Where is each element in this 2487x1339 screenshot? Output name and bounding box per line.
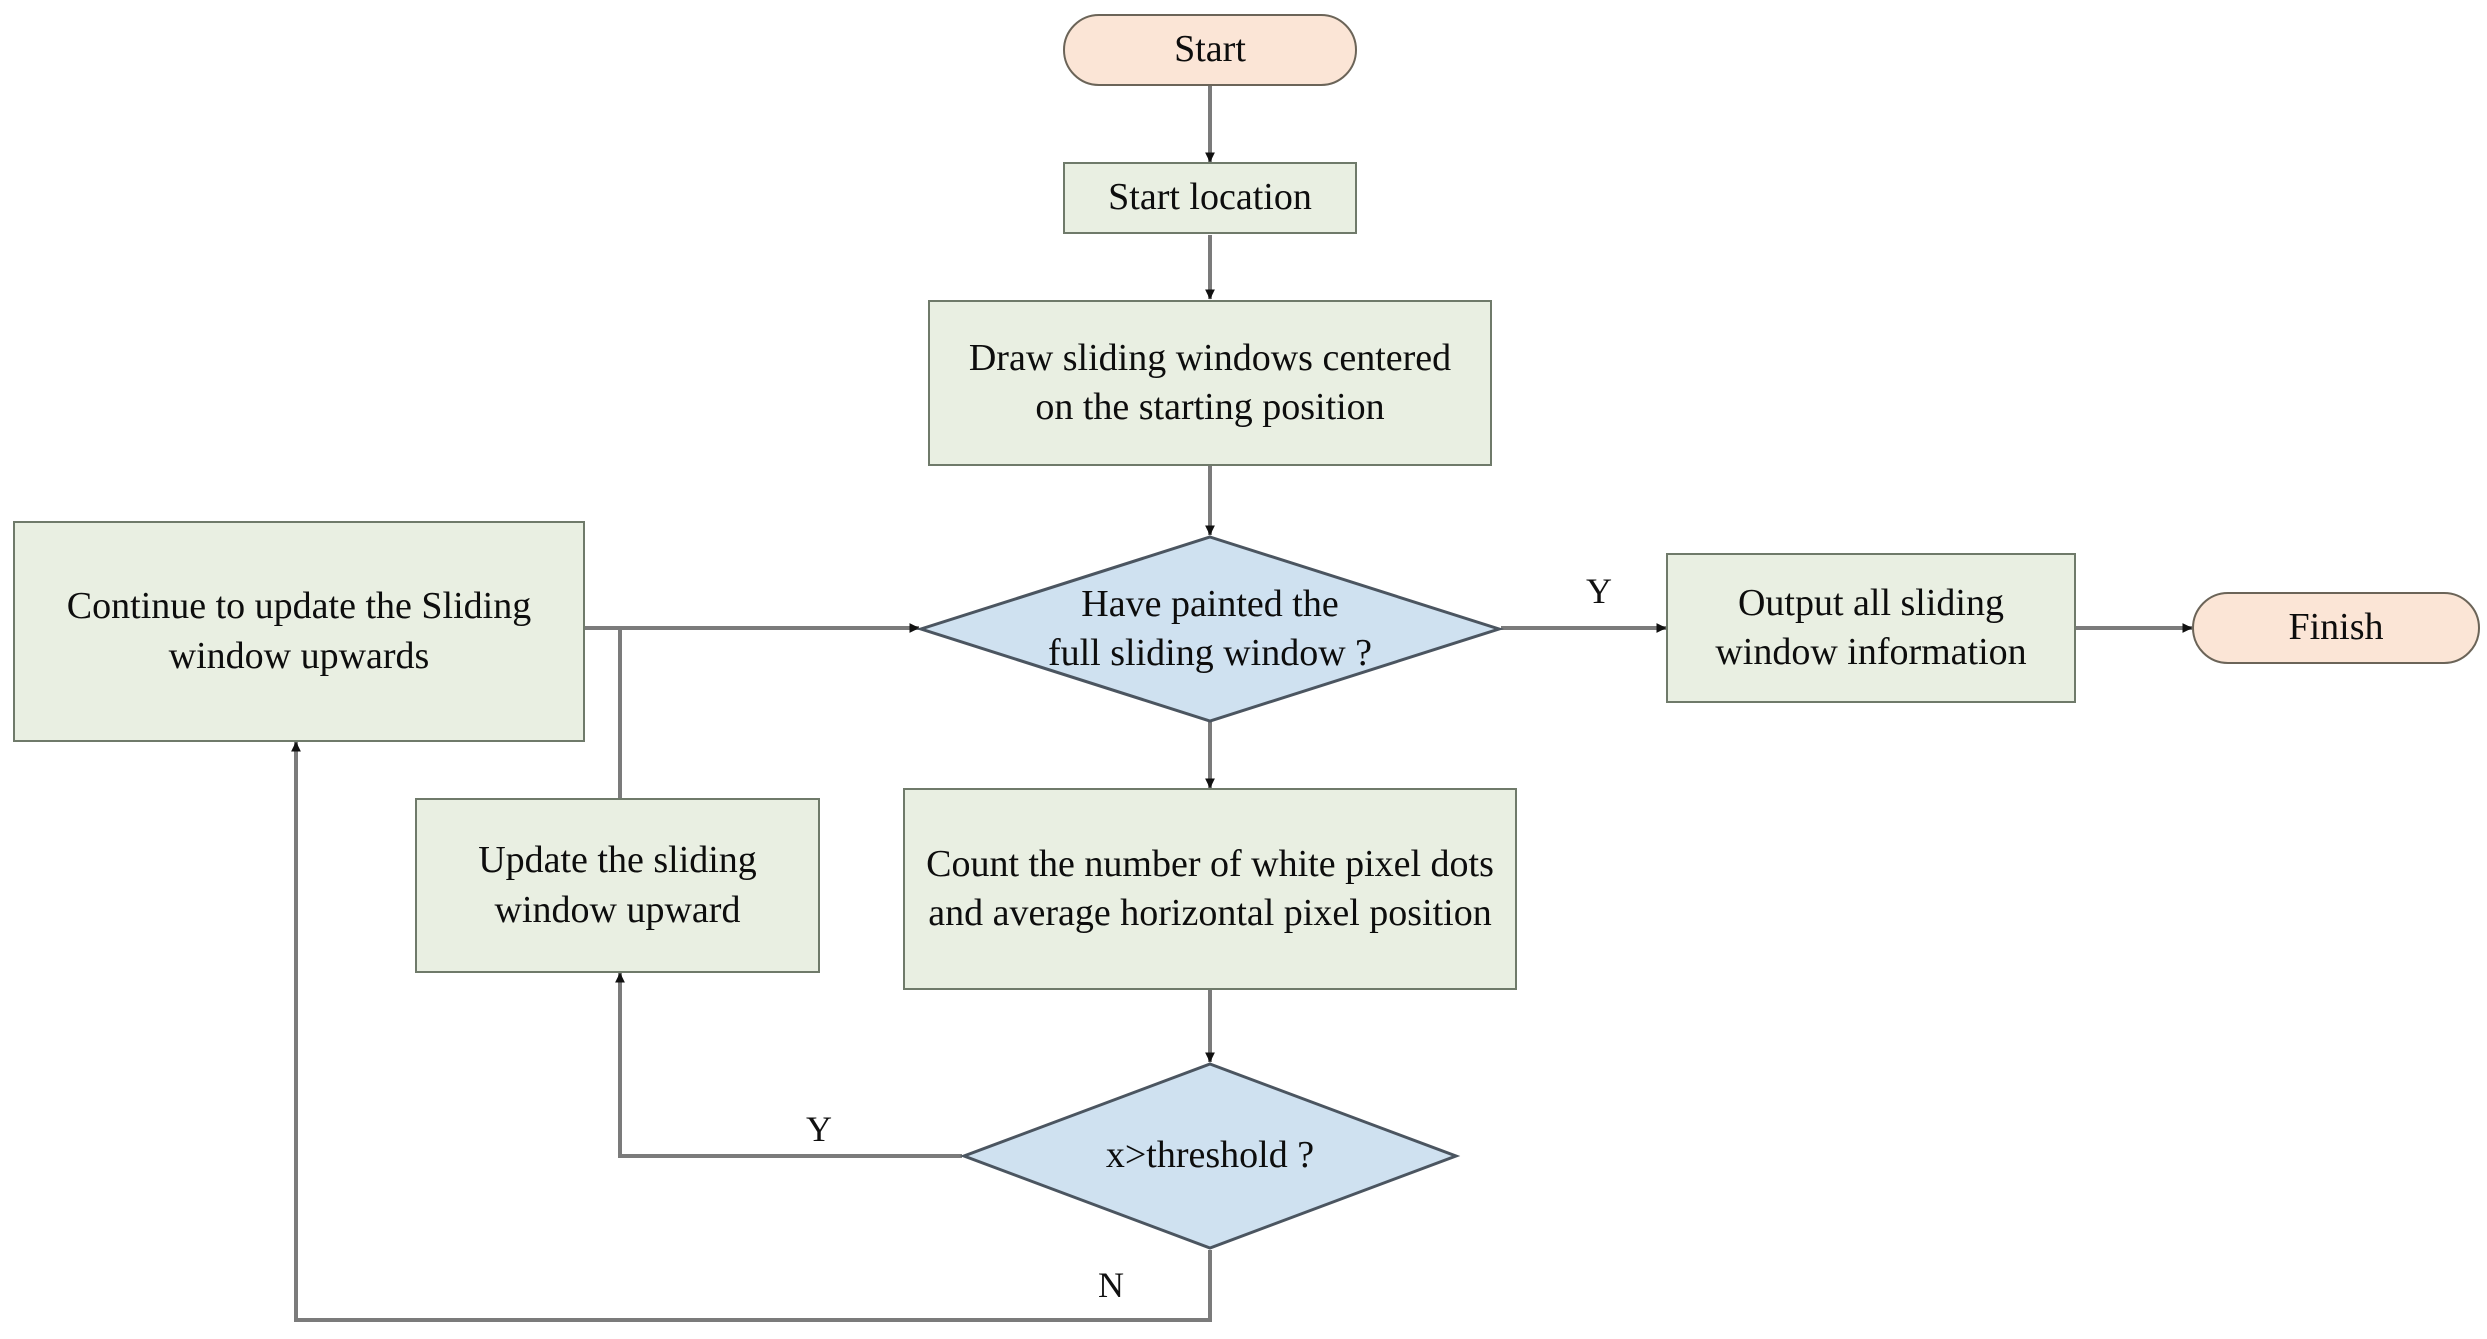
- edge-label-painted-yes: Y: [1586, 571, 1612, 611]
- edge-label-threshold-no: N: [1098, 1265, 1124, 1305]
- node-have-painted-label: Have painted the full sliding window ?: [1047, 582, 1373, 674]
- edge-label-threshold-yes: Y: [806, 1109, 832, 1149]
- node-update-window[interactable]: Update the sliding window upward: [415, 798, 820, 973]
- node-count-pixels[interactable]: Count the number of white pixel dots and…: [903, 788, 1517, 990]
- edge-threshold-yes-to-update: [615, 972, 962, 1158]
- node-draw-sliding-windows[interactable]: Draw sliding windows centered on the sta…: [928, 300, 1492, 466]
- node-threshold-decision[interactable]: x>threshold ?: [959, 1062, 1461, 1250]
- node-have-painted-decision[interactable]: Have painted the full sliding window ?: [916, 535, 1504, 723]
- node-threshold-label: x>threshold ?: [1105, 1134, 1315, 1177]
- decision-diamond-shape: [916, 535, 1504, 723]
- node-start-location[interactable]: Start location: [1063, 162, 1357, 234]
- edge-threshold-no-to-continue: [291, 741, 1212, 1322]
- threshold-diamond-shape: [959, 1062, 1461, 1250]
- node-output-info[interactable]: Output all sliding window information: [1666, 553, 2076, 703]
- node-start[interactable]: Start: [1063, 14, 1357, 86]
- edge-update-to-continue: [585, 626, 622, 798]
- node-finish[interactable]: Finish: [2192, 592, 2480, 664]
- node-continue-update[interactable]: Continue to update the Sliding window up…: [13, 521, 585, 742]
